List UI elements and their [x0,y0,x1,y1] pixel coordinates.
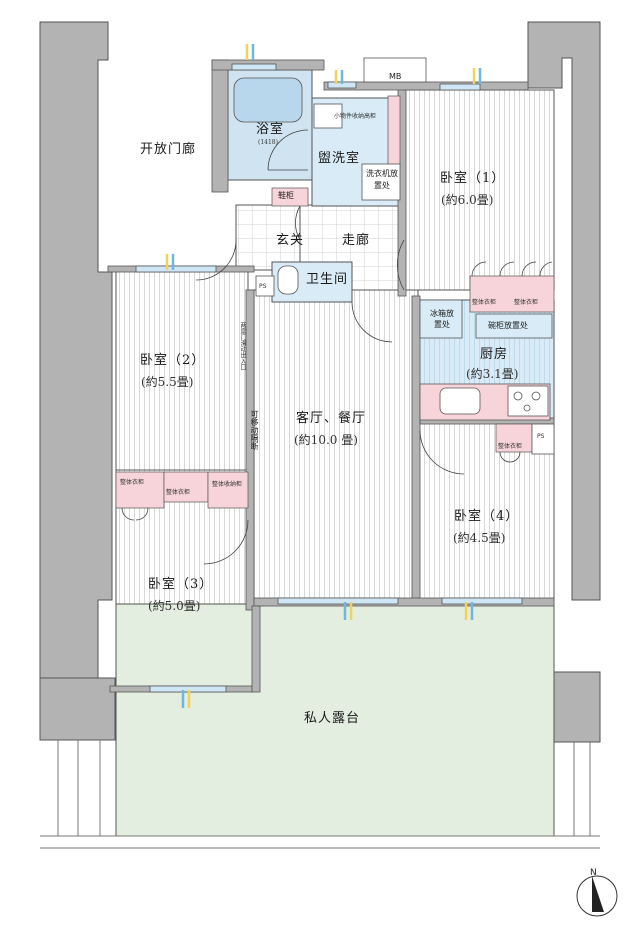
washer-box [361,163,401,201]
living-area: (約10.0 畳) [294,433,358,447]
bedroom2-label: 卧室（2） [140,353,206,368]
small-storage-label: 小物件收纳高柜 [334,113,377,120]
compass-icon [576,875,618,917]
entrance-floor [235,204,301,271]
closet-label-b2a: 整体衣柜 [120,479,145,486]
open-corridor-label: 开放门廊 [140,142,197,157]
fixtures [233,57,555,455]
bedroom1-floor [403,89,555,291]
bedroom1-area: (約6.0畳) [441,193,494,207]
fridge-label: 冰箱放置处 [430,309,454,329]
bedroom3-label: 卧室（3） [148,577,214,592]
vent-marks [165,44,482,708]
compass-label: N [590,868,597,878]
bedroom2-area: (約5.5畳) [141,375,194,389]
closet-label-b1b: 整体衣柜 [514,299,539,306]
outer-walls [39,21,601,743]
bath-label: 浴室 [256,122,285,137]
mb-box [363,57,427,83]
bath-size-label: (1418) [258,139,278,146]
closet-label-b1a: 整体衣柜 [472,299,497,306]
stove [507,385,549,417]
ps-label-left: PS [259,283,267,290]
toilet-bowl [277,265,299,295]
living-label: 客厅、餐厅 [296,411,367,426]
cupboard-box [475,313,553,339]
terrace-floor [115,603,555,837]
bedroom2-floor [115,269,249,471]
closet-label-b4: 整体衣柜 [498,443,523,450]
closet-label-b2b: 整体衣柜 [166,489,191,496]
washroom-label: 盥洗室 [318,151,361,166]
terrace-label: 私人露台 [304,711,361,726]
doors [121,129,553,565]
cupboard-label: 碗柜放置处 [488,321,528,330]
sink [439,387,481,415]
mb-label: MB [389,72,402,81]
windows [135,63,523,693]
entrance-label: 玄关 [276,233,305,248]
ps-box-right [531,423,555,455]
ps-label-right: PS [537,433,545,440]
kitchen-label: 厨房 [480,347,509,362]
movable-partition-label: 可移动隔断 [250,410,259,450]
bathtub [233,77,303,123]
fridge-box [419,299,463,339]
bedroom4-area: (約4.5畳) [453,531,506,545]
bedroom4-label: 卧室（4） [454,509,520,524]
terrace-railing [40,740,600,849]
sink-vanity [313,103,343,129]
washer-label: 洗衣机放置处 [366,169,398,190]
sliding-door-label: 两扇门滑动出入口 [239,322,246,370]
toilet-label: 卫生间 [306,272,349,287]
bedroom3-area: (約5.0畳) [148,599,201,613]
storage-label: 整体收纳柜 [211,481,242,488]
bedroom1-label: 卧室（1） [440,171,506,186]
kitchen-area: (約3.1畳) [466,367,519,381]
shoe-label: 鞋柜 [278,191,294,200]
hallway-label: 走廊 [342,233,371,248]
ps-box-left [255,275,275,297]
